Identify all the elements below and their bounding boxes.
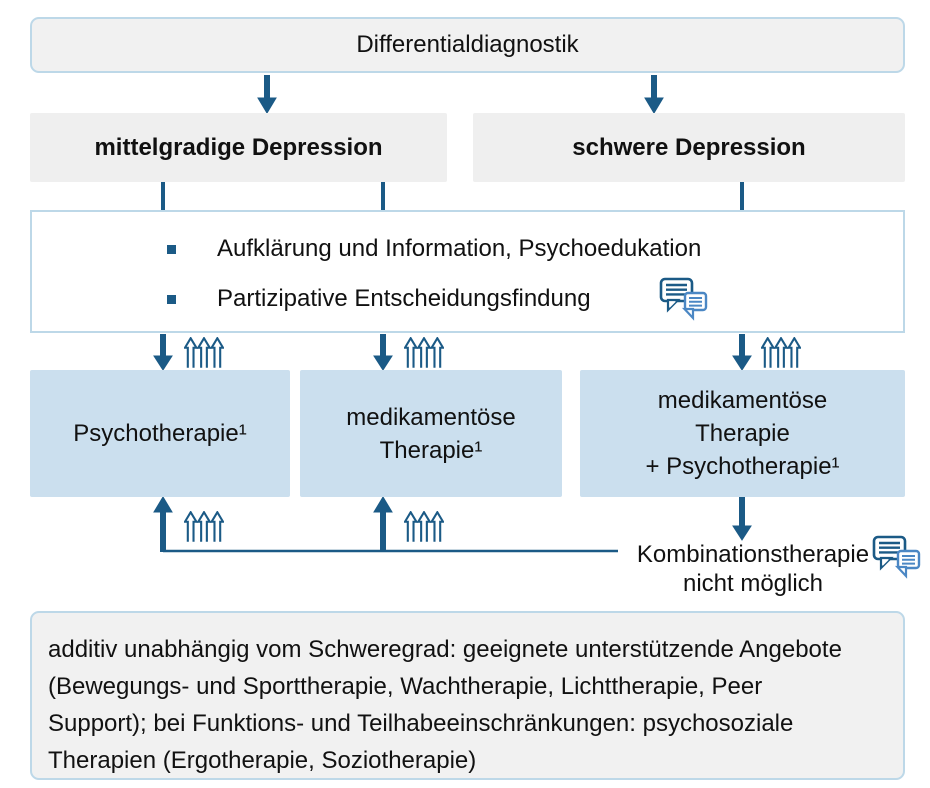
triple-up-arrow-icon <box>761 337 801 368</box>
triple-up-arrow-icon <box>184 337 224 368</box>
square-bullet-icon <box>167 294 176 304</box>
triple-up-arrow-icon <box>404 511 444 542</box>
therapy-label-line: Therapie <box>695 420 790 447</box>
therapy-label-line: medikamentöse <box>657 387 828 414</box>
severe-depression-box: schwere Depression <box>473 113 905 182</box>
kombination-nicht-moeglich-note: Kombinationstherapie nicht möglich <box>610 540 896 598</box>
additive-angebote-box: additiv unabhängig vom Schweregrad: geei… <box>30 611 905 780</box>
differentialdiagnostik-box: Differentialdiagnostik <box>30 17 905 73</box>
differentialdiagnostik-label: Differentialdiagnostik <box>356 31 579 58</box>
kombinationstherapie-box: medikamentöse Therapie + Psychotherapie¹ <box>580 370 905 497</box>
therapy-label: Psychotherapie¹ <box>73 420 247 447</box>
up-arrow-head <box>153 496 173 513</box>
bullet-item-entscheidungsfindung: Partizipative Entscheidungsfindung <box>167 284 591 314</box>
additive-text-line: additiv unabhängig vom Schweregrad: geei… <box>48 636 842 663</box>
triple-up-arrow-icon <box>404 337 444 368</box>
kombination-note-line: nicht möglich <box>682 570 824 597</box>
medikamentoese-therapie-box: medikamentöse Therapie¹ <box>300 370 562 497</box>
bullet-label: Partizipative Entscheidungsfindung <box>217 285 591 312</box>
severe-depression-label: schwere Depression <box>572 133 806 161</box>
down-arrow-head <box>644 97 664 114</box>
therapy-label-line: Therapie¹ <box>379 436 483 464</box>
speech-bubbles-icon <box>872 535 921 579</box>
additive-text-line: Therapien (Ergotherapie, Soziotherapie) <box>48 747 477 774</box>
speech-bubbles-icon <box>659 277 708 321</box>
up-arrow-head <box>373 496 393 513</box>
psychotherapie-box: Psychotherapie¹ <box>30 370 290 497</box>
additive-text-line: (Bewegungs- und Sporttherapie, Wachthera… <box>48 673 763 700</box>
down-arrow-head <box>732 355 752 371</box>
additive-text-line: Support); bei Funktions- und Teilhabeein… <box>48 710 794 737</box>
psychoeducation-box: Aufklärung und Information, Psychoedukat… <box>30 210 905 333</box>
therapy-label-line: medikamentöse <box>346 403 516 431</box>
down-arrow-head <box>373 355 393 371</box>
kombination-note-line: Kombinationstherapie <box>636 541 870 568</box>
down-arrow-head <box>732 525 752 541</box>
square-bullet-icon <box>167 244 176 254</box>
therapy-label-line: + Psychotherapie¹ <box>645 453 840 480</box>
down-arrow-head <box>153 355 173 371</box>
down-arrow-head <box>257 97 277 114</box>
bullet-label: Aufklärung und Information, Psychoedukat… <box>217 235 702 262</box>
moderate-depression-label: mittelgradige Depression <box>94 133 383 161</box>
moderate-depression-box: mittelgradige Depression <box>30 113 447 182</box>
bullet-item-psychoedukation: Aufklärung und Information, Psychoedukat… <box>167 234 701 264</box>
triple-up-arrow-icon <box>184 511 224 542</box>
